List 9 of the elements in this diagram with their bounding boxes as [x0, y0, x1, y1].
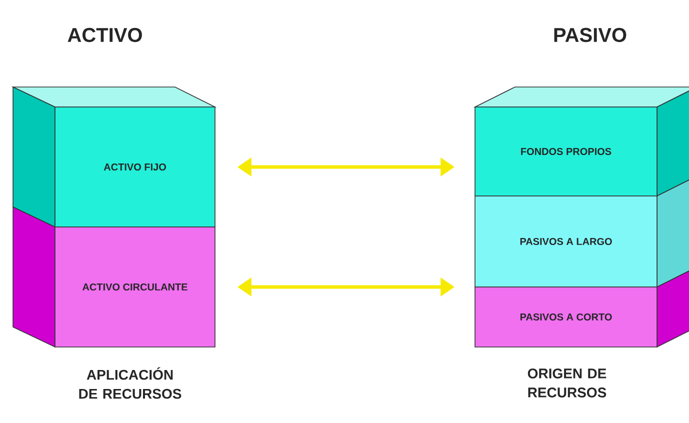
- block-face: ACTIVO CIRCULANTE: [54, 226, 216, 348]
- block-face: FONDOS PROPIOS: [474, 106, 658, 196]
- column-heading: PASIVO: [554, 28, 626, 42]
- block-face: ACTIVO FIJO: [54, 106, 216, 228]
- column-heading: ACTIVO: [68, 28, 142, 42]
- block-face: PASIVOS A LARGO: [474, 196, 658, 288]
- caption-text: ORIGEN DE RECURSOS: [528, 368, 606, 398]
- caption-text: APLICACIÓN DE RECURSOS: [79, 367, 182, 399]
- block-face: PASIVOS A CORTO: [474, 286, 658, 348]
